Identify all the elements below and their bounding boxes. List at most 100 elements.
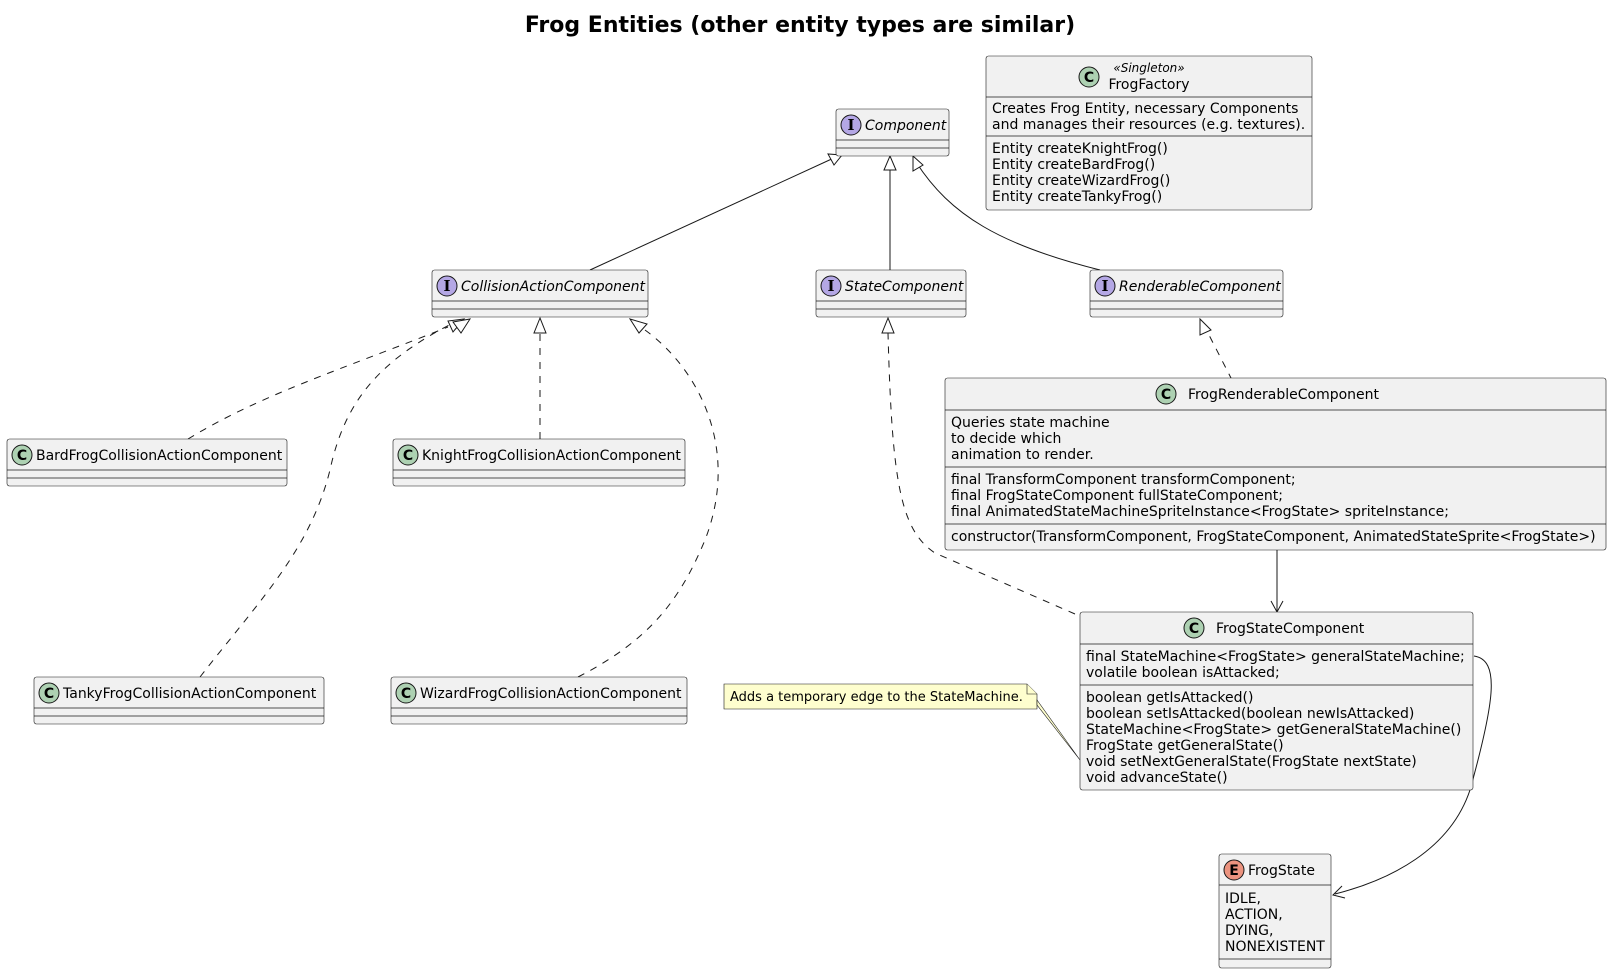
interface-badge-letter: I [443, 277, 450, 295]
field: final AnimatedStateMachineSpriteInstance… [951, 504, 1449, 520]
diagram-title: Frog Entities (other entity types are si… [525, 13, 1075, 38]
class-name: FrogRenderableComponent [1188, 387, 1380, 403]
interface-badge-icon [840, 114, 862, 136]
class-box [944, 377, 1607, 551]
enum-value: NONEXISTENT [1225, 939, 1325, 955]
interface-box [815, 269, 967, 318]
class-frog-renderable-component[interactable]: C FrogRenderableComponent Queries state … [944, 377, 1607, 551]
field: final TransformComponent transformCompon… [951, 472, 1296, 488]
method: StateMachine<FrogState> getGeneralStateM… [1086, 722, 1461, 738]
interface-name: StateComponent [845, 279, 964, 295]
enum-frog-state[interactable]: E FrogState IDLE, ACTION, DYING, NONEXIS… [1218, 853, 1332, 969]
enum-value: ACTION, [1225, 907, 1283, 923]
stereotype: «Singleton» [1113, 61, 1184, 75]
method: FrogState getGeneralState() [1086, 738, 1284, 754]
interface-name: Component [865, 118, 947, 134]
class-box [392, 438, 686, 487]
class-tanky-collision[interactable]: C TankyFrogCollisionActionComponent [33, 676, 325, 725]
method: boolean getIsAttacked() [1086, 690, 1253, 706]
class-box [6, 438, 288, 487]
class-name: FrogFactory [1108, 77, 1189, 93]
class-badge-icon [395, 682, 417, 704]
field: final FrogStateComponent fullStateCompon… [951, 488, 1283, 504]
interface-badge-icon [436, 275, 458, 297]
class-name: TankyFrogCollisionActionComponent [62, 686, 317, 702]
edge-bard-implements-collision [187, 326, 449, 440]
realization-arrowhead [628, 318, 648, 334]
note-pointer [1036, 699, 1081, 761]
interface-badge-icon [1094, 275, 1116, 297]
class-badge-letter: C [1084, 70, 1094, 86]
interface-badge-icon [820, 275, 842, 297]
class-frog-factory[interactable]: C «Singleton» FrogFactory Creates Frog E… [985, 55, 1313, 211]
interface-component[interactable]: I Component [835, 108, 950, 157]
interface-box [431, 269, 649, 318]
generalization-arrowhead [827, 153, 843, 166]
class-name: WizardFrogCollisionActionComponent [420, 686, 682, 702]
class-name: FrogStateComponent [1216, 621, 1365, 637]
description-line: Queries state machine [951, 415, 1110, 431]
enum-box [1218, 853, 1332, 969]
method: Entity createKnightFrog() [992, 141, 1168, 157]
interface-badge-letter: I [827, 277, 834, 295]
method: Entity createBardFrog() [992, 157, 1155, 173]
interface-badge-letter: I [1101, 277, 1108, 295]
method: void advanceState() [1086, 770, 1228, 786]
interface-name: CollisionActionComponent [461, 279, 646, 295]
class-name: BardFrogCollisionActionComponent [36, 448, 283, 464]
edge-frogrenderable-implements-renderable [1207, 332, 1233, 381]
field: volatile boolean isAttacked; [1086, 665, 1280, 681]
class-name: KnightFrogCollisionActionComponent [422, 448, 681, 464]
interface-box [1089, 269, 1284, 318]
edge-renderable-extends-component [915, 161, 1101, 271]
method: void setNextGeneralState(FrogState nextS… [1086, 754, 1417, 770]
class-badge-letter: C [401, 686, 411, 702]
method: constructor(TransformComponent, FrogStat… [951, 529, 1596, 545]
class-box [390, 676, 688, 725]
enum-badge-letter: E [1229, 863, 1239, 879]
description-line: Creates Frog Entity, necessary Component… [992, 101, 1298, 117]
class-badge-icon [11, 444, 33, 466]
class-badge-letter: C [44, 686, 54, 702]
description-line: animation to render. [951, 447, 1094, 463]
method: Entity createTankyFrog() [992, 189, 1162, 205]
association-arrowhead [1332, 885, 1346, 899]
enum-value: DYING, [1225, 923, 1273, 939]
class-badge-icon [38, 682, 60, 704]
class-badge-letter: C [403, 448, 413, 464]
method: boolean setIsAttacked(boolean newIsAttac… [1086, 706, 1414, 722]
realization-arrowhead [452, 318, 472, 334]
enum-name: FrogState [1248, 863, 1315, 879]
edge-tanky-implements-collision [199, 321, 456, 678]
interface-badge-letter: I [847, 116, 854, 134]
edge-collision-extends-component [589, 156, 837, 271]
class-badge-icon [1078, 66, 1100, 88]
note-temporary-edge[interactable]: Adds a temporary edge to the StateMachin… [723, 683, 1081, 761]
generalization-arrowhead [883, 154, 897, 171]
generalization-arrowhead [912, 154, 924, 172]
note-text: Adds a temporary edge to the StateMachin… [730, 690, 1023, 705]
interface-collision-action-component[interactable]: I CollisionActionComponent [431, 269, 649, 318]
class-badge-icon [1183, 617, 1205, 639]
class-badge-letter: C [1161, 387, 1171, 403]
interface-box [835, 108, 950, 157]
class-badge-letter: C [1189, 621, 1199, 637]
class-frog-state-component[interactable]: C FrogStateComponent final StateMachine<… [1079, 611, 1474, 791]
realization-arrowhead [1199, 317, 1212, 336]
edge-wizard-implements-collision [577, 329, 719, 678]
enum-value: IDLE, [1225, 891, 1261, 907]
interface-renderable-component[interactable]: I RenderableComponent [1089, 269, 1284, 318]
description-line: and manages their resources (e.g. textur… [992, 117, 1305, 133]
interface-state-component[interactable]: I StateComponent [815, 269, 967, 318]
class-badge-icon [397, 444, 419, 466]
description-line: to decide which [951, 431, 1061, 447]
class-badge-icon [1155, 383, 1177, 405]
edges [187, 153, 1492, 899]
interface-name: RenderableComponent [1119, 279, 1281, 295]
class-bard-collision[interactable]: C BardFrogCollisionActionComponent [6, 438, 288, 487]
class-wizard-collision[interactable]: C WizardFrogCollisionActionComponent [390, 676, 688, 725]
realization-arrowhead [533, 316, 547, 334]
note-fold [1026, 684, 1037, 695]
class-knight-collision[interactable]: C KnightFrogCollisionActionComponent [392, 438, 686, 487]
